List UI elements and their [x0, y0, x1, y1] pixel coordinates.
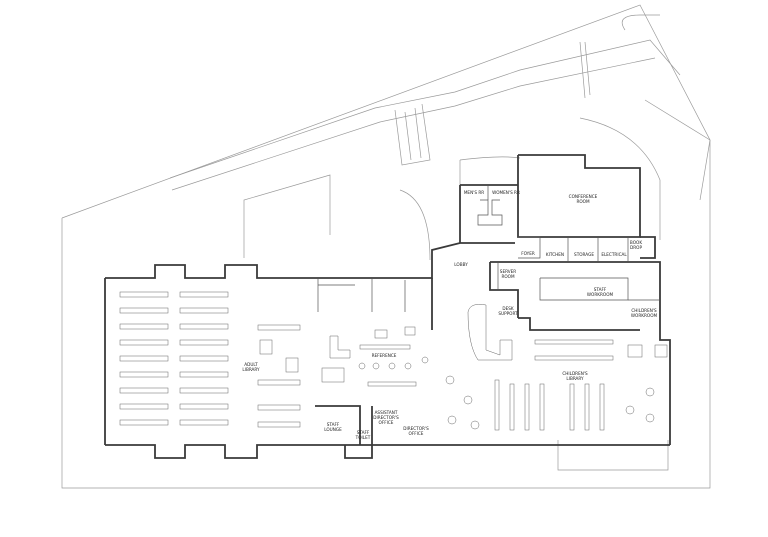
foyer-label: FOYER: [521, 251, 535, 256]
site-boundary: [61, 4, 711, 489]
kitchen-label: KITCHEN: [546, 252, 564, 257]
mens-rr-label: MEN'S RR: [464, 190, 484, 195]
reference-label: REFERENCE: [372, 353, 397, 358]
childrens-furniture: [445, 339, 668, 431]
interior-partitions: [317, 185, 660, 312]
service-desk: [467, 304, 513, 361]
womens-rr-label: WOMEN'S RR: [492, 190, 520, 195]
lobby-label: LOBBY: [454, 262, 468, 267]
electrical-label: ELECTRICAL: [601, 252, 627, 257]
storage-label: STORAGE: [574, 252, 594, 257]
adult-shelving: [119, 291, 301, 428]
building-walls: [104, 154, 671, 459]
reference-furniture: [321, 326, 429, 387]
